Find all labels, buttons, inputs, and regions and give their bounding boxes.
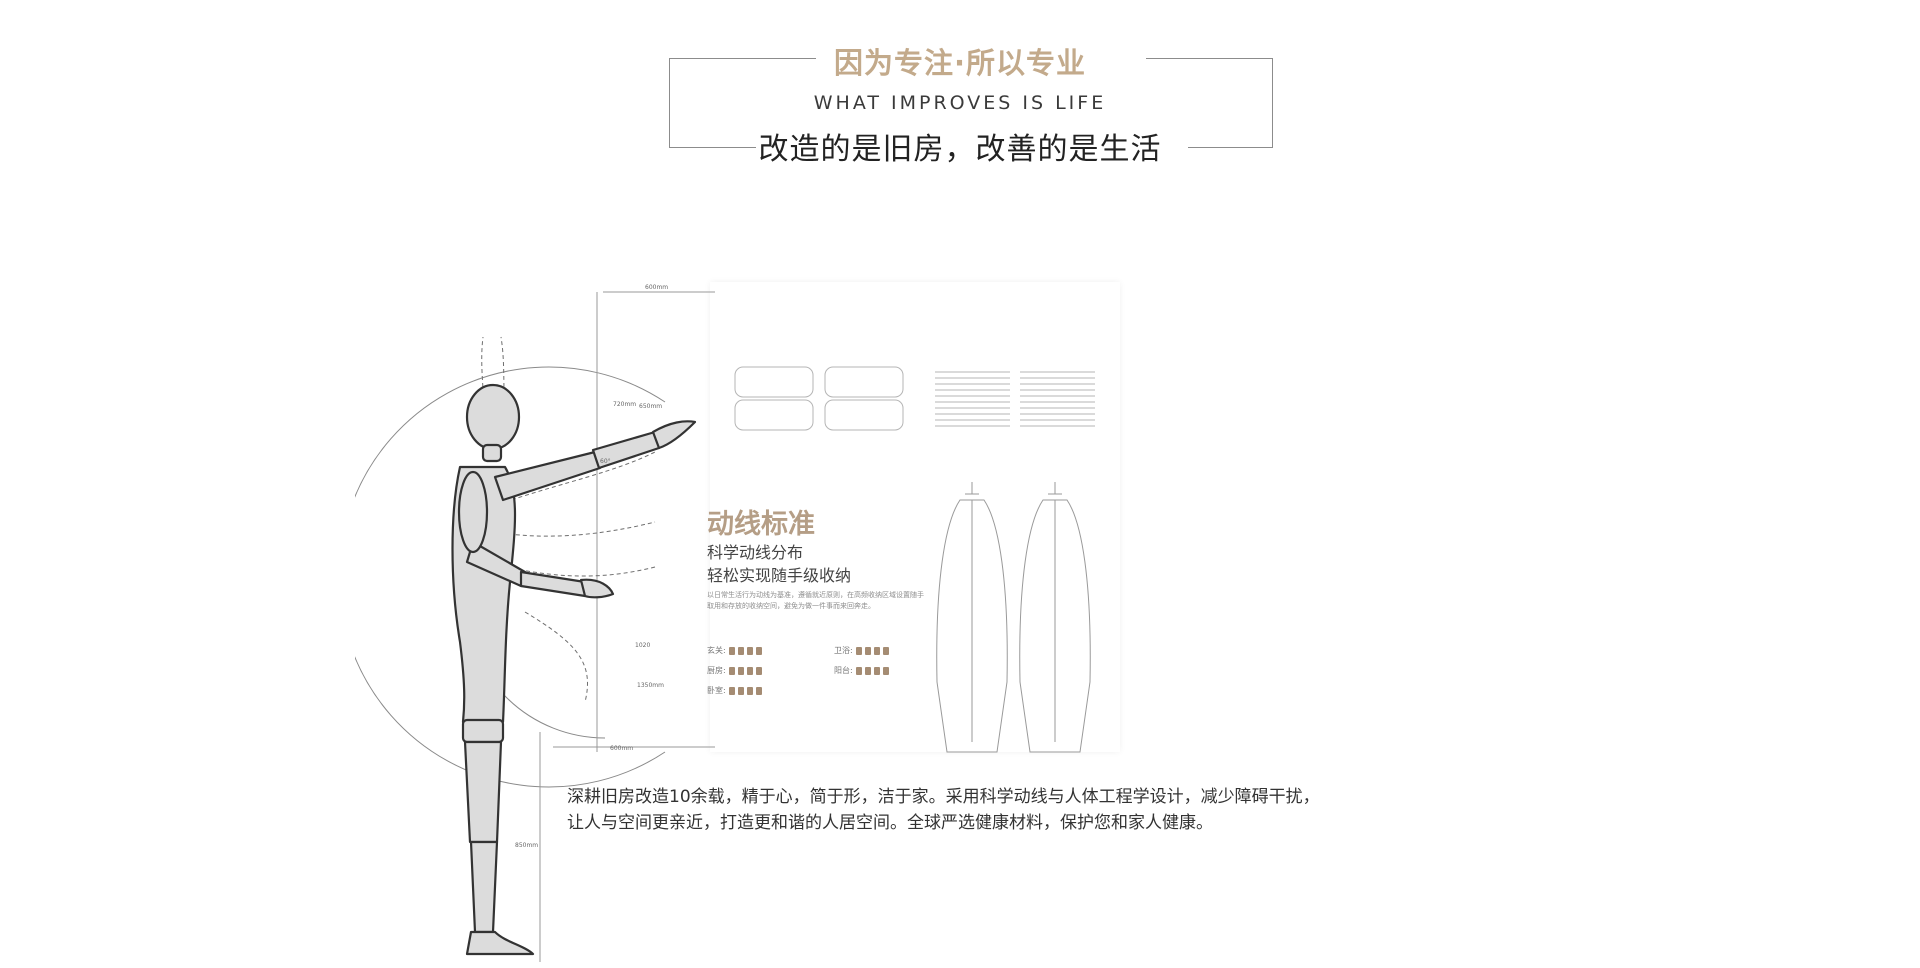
watch-icon [755, 686, 762, 695]
body-line: 深耕旧房改造10余载，精于心，简于形，洁于家。采用科学动线与人体工程学设计，减少… [567, 787, 1320, 807]
dimension-label: 650mm [639, 403, 663, 410]
dimension-label: 600mm [645, 284, 669, 291]
category-row-balcony: 阳台: [834, 665, 889, 676]
frame-line [1188, 147, 1272, 148]
frame-line [670, 58, 816, 59]
pot-icon [728, 666, 735, 675]
category-row-kitchen: 厨房: [707, 665, 762, 676]
dress-icon [728, 686, 735, 695]
umbrella-icon [746, 646, 753, 655]
perfume-icon [737, 686, 744, 695]
body-paragraph: 深耕旧房改造10余载，精于心，简于形，洁于家。采用科学动线与人体工程学设计，减少… [567, 784, 1387, 836]
body-line: 让人与空间更亲近，打造更和谐的人居空间。全球严选健康材料，保护您和家人健康。 [567, 813, 1213, 833]
mop-icon [873, 666, 880, 675]
feature-description: 以日常生活行为动线为基准，遵循就近原则，在高频收纳区域设置随手取用和存放的收纳空… [707, 591, 924, 610]
hat-icon [728, 646, 735, 655]
broom-icon [882, 666, 889, 675]
dimension-label: 60° [600, 458, 611, 465]
toothbrush-icon [855, 646, 862, 655]
category-row-bathroom: 卫浴: [834, 645, 889, 656]
frame-line [1146, 58, 1272, 59]
hairdryer-icon [864, 646, 871, 655]
category-label: 卫浴: [834, 646, 853, 655]
feature-title: 动线标准 [707, 509, 815, 540]
kettle-icon [746, 666, 753, 675]
dimension-label: 600mm [610, 745, 634, 752]
spatula-icon [737, 666, 744, 675]
storage-panel [710, 282, 1120, 752]
dimension-label: 1020 [635, 642, 651, 649]
dimension-label: 1350mm [637, 682, 664, 689]
box-icon [746, 686, 753, 695]
iron-icon [864, 666, 871, 675]
dimension-label: 720mm [613, 401, 637, 408]
english-subheading: WHAT IMPROVES IS LIFE [813, 92, 1107, 114]
feature-subtitle: 轻松实现随手级收纳 [707, 566, 852, 585]
hanger-icon [855, 666, 862, 675]
tagline-heading: 改造的是旧房，改善的是生活 [758, 132, 1162, 167]
bag-icon [737, 646, 744, 655]
category-label: 卧室: [707, 686, 726, 695]
dimension-label: 850mm [515, 842, 539, 849]
towel-icon [882, 646, 889, 655]
shoe-icon [755, 646, 762, 655]
feature-subtitle: 科学动线分布 [707, 543, 804, 562]
category-label: 玄关: [707, 646, 726, 655]
category-label: 阳台: [834, 666, 853, 675]
slogan-heading: 因为专注·所以专业 [833, 46, 1087, 80]
category-row-entry: 玄关: [707, 645, 762, 656]
jar-icon [755, 666, 762, 675]
category-label: 厨房: [707, 666, 726, 675]
header-frame [669, 58, 1273, 148]
bottle-icon [873, 646, 880, 655]
ergonomics-illustration: 600mm 720mm 650mm 60° 1020 1350mm 600mm … [355, 282, 1125, 962]
ergonomics-drawing [355, 291, 1095, 962]
frame-line [670, 147, 756, 148]
category-row-bedroom: 卧室: [707, 685, 762, 696]
